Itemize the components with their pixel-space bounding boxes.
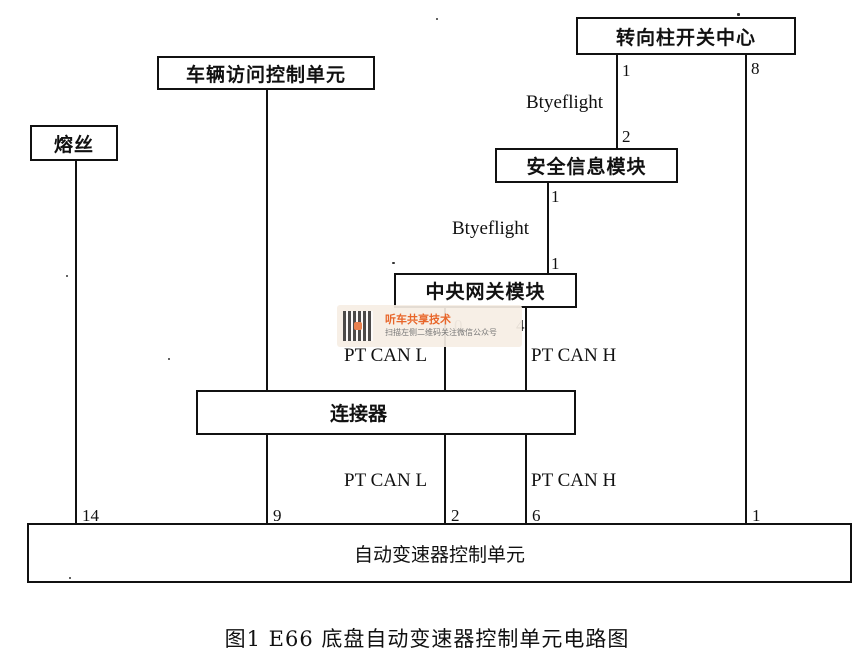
wire-steering-safety [616,54,618,150]
scan-speck [737,13,740,16]
byteflight-label-mid: Btyeflight [452,218,530,239]
pin-tcu-access: 9 [273,506,282,525]
pin-safety-top: 2 [622,127,631,146]
transmission-control-unit-box: 自动变速器控制单元 [27,523,852,583]
pt-can-l-label-upper: PT CAN L [344,345,428,366]
vehicle-access-control-unit-label: 车辆访问控制单元 [185,63,346,86]
scan-speck [392,262,395,264]
vehicle-access-control-unit-box: 车辆访问控制单元 [157,56,375,90]
watermark-title: 听车共享技术 [385,313,451,326]
watermark-subtitle: 扫描左侧二维码关注微信公众号 [385,328,497,337]
wire-safety-gateway [547,181,549,274]
pin-steering-right: 8 [751,59,760,78]
wire-steering-tcu [745,54,747,524]
pin-steering-left: 1 [622,61,631,80]
connector-box: 连接器 [196,390,576,435]
pt-can-h-label-lower: PT CAN H [531,470,617,491]
connector-label: 连接器 [330,403,388,425]
pin-tcu-steering: 1 [752,506,761,525]
scan-speck [69,577,71,579]
safety-information-module-label: 安全信息模块 [526,156,647,178]
pin-tcu-fuse: 14 [82,506,99,525]
scan-speck [66,275,68,277]
pin-safety-bottom: 1 [551,187,560,206]
wire-fuse [75,160,77,524]
steering-column-switch-center-box: 转向柱开关中心 [576,17,796,55]
scan-speck [436,18,438,20]
pin-tcu-can-l: 2 [451,506,460,525]
steering-column-switch-center-label: 转向柱开关中心 [615,26,756,49]
fuse-label: 熔丝 [53,133,94,156]
scan-speck [168,358,170,360]
pin-tcu-can-h: 6 [532,506,541,525]
central-gateway-module-box: 中央网关模块 [394,273,577,308]
watermark-badge: 听车共享技术 扫描左侧二维码关注微信公众号 [337,305,522,347]
figure-caption: 图1 E66 底盘自动变速器控制单元电路图 [224,627,630,651]
pt-can-h-label-upper: PT CAN H [531,345,617,366]
byteflight-label-top: Btyeflight [526,92,604,113]
transmission-control-unit-label: 自动变速器控制单元 [353,543,525,566]
qr-code-icon [343,311,373,341]
pt-can-l-label-lower: PT CAN L [344,470,428,491]
fuse-box: 熔丝 [30,125,118,161]
central-gateway-module-label: 中央网关模块 [425,281,546,303]
pin-gateway-top: 1 [551,254,560,273]
safety-information-module-box: 安全信息模块 [495,148,678,183]
wire-access [266,88,268,524]
